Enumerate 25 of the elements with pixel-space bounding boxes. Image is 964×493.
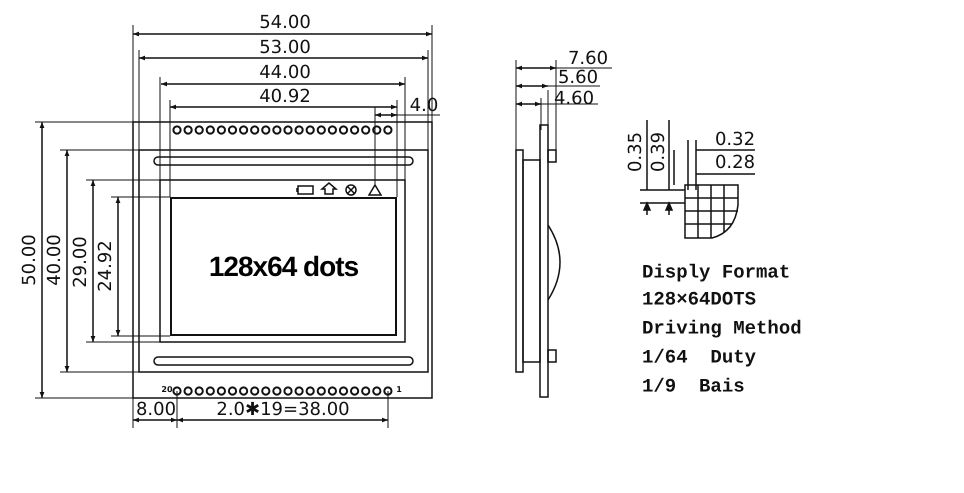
spec-note: 128×64DOTS (642, 290, 756, 310)
dimension-value: 0.35 (627, 132, 645, 172)
display-area (170, 197, 397, 336)
dimension-value: 0.32 (714, 131, 756, 149)
spec-note: 1/9 Bais (642, 378, 745, 396)
spec-note: Disply Format (642, 264, 790, 282)
display-label: 128x64 dots (208, 250, 358, 282)
dimension-value: 0.39 (650, 132, 668, 172)
spec-note: 1/64 Duty (642, 348, 756, 368)
dimension-value: 0.28 (714, 154, 756, 172)
dimension-value: 54.00 (259, 14, 311, 32)
dimension-value: 24.92 (97, 240, 115, 292)
pin-number: 1 (396, 386, 402, 394)
dimension-value: 53.00 (259, 39, 311, 57)
dimension-value: 50.00 (21, 234, 39, 286)
dimension-value: 40.92 (259, 88, 311, 106)
dimension-value: 2.0✱19=38.00 (216, 401, 350, 419)
spec-note: Driving Method (642, 320, 802, 338)
dimension-value: 44.00 (259, 64, 311, 82)
dimension-value: 5.60 (558, 69, 598, 87)
dimension-value: 29.00 (72, 236, 90, 288)
dimension-value: 40.00 (46, 234, 64, 286)
pin-number: 20 (161, 386, 173, 394)
dimension-value: 7.60 (568, 50, 608, 68)
dimension-value: 8.00 (136, 401, 176, 419)
